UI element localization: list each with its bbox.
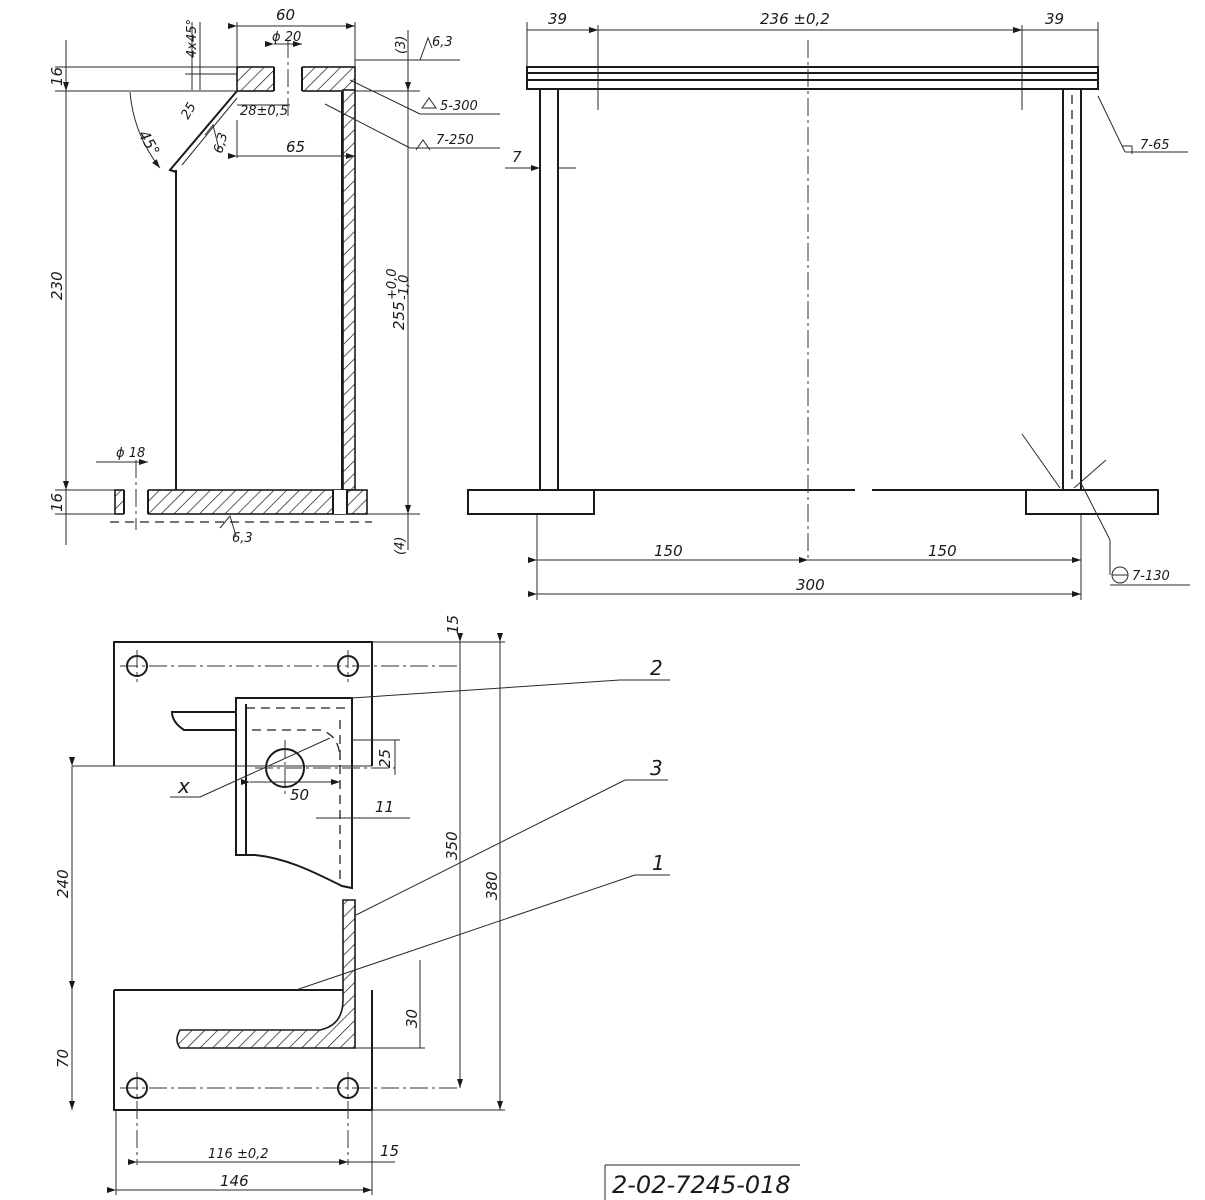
dim-side-height-230: 230 — [48, 271, 66, 300]
dim-side-rough-top: 6,3 — [432, 35, 453, 50]
dim-plan-w-116: 116 ±0,2 — [208, 1147, 269, 1162]
dim-side-height-255: 255 — [390, 301, 408, 330]
dim-plan-h-30: 30 — [403, 1009, 421, 1028]
side-bottom-plate — [114, 489, 368, 515]
dim-side-width-tol: 28±0,5 — [240, 104, 288, 119]
dim-plan-h-350: 350 — [443, 831, 461, 860]
dim-front-span: 236 ±0,2 — [760, 10, 830, 28]
plan-upper-plate — [113, 641, 373, 766]
dim-side-weld-a: 5-300 — [440, 99, 478, 114]
dim-front-weld-d: 7-130 — [1132, 569, 1170, 584]
front-base-right — [1025, 489, 1159, 515]
dim-side-height-255-tol-dn: -1,0 — [397, 275, 412, 300]
dim-plan-w-146: 146 — [220, 1172, 249, 1190]
dim-side-height-255-tol-up: +0,0 — [385, 268, 400, 300]
plan-post-section — [235, 697, 353, 890]
dim-front-weld-c: 7-65 — [1140, 138, 1170, 153]
dim-plan-top-15: 15 — [444, 615, 462, 634]
dim-side-top-thk: 16 — [48, 67, 66, 86]
dim-side-rough-bottom: 6,3 — [232, 531, 253, 546]
dim-plan-bevel-25: 25 — [376, 749, 394, 768]
dim-front-half-right: 150 — [928, 542, 957, 560]
part-label-2: 2 — [650, 656, 663, 680]
dim-side-hole-bottom: ϕ 18 — [116, 446, 145, 461]
dim-side-bottom-thk: 16 — [48, 493, 66, 512]
dim-side-chamfer: 4x45° — [185, 19, 200, 58]
dim-side-top-allowance: (3) — [394, 36, 409, 54]
title-stamp: 2-02-7245-018 — [604, 1164, 800, 1200]
dim-side-rough-side: 6,3 — [211, 131, 231, 155]
part-label-1: 1 — [652, 851, 665, 875]
dim-side-hole-top: ϕ 20 — [272, 30, 301, 45]
front-base-left — [467, 489, 595, 515]
side-view: 60 ϕ 20 4x45° (3) 6,3 16 45° 25 6,3 28±0… — [48, 6, 500, 555]
dim-side-weld-b: 7-250 — [436, 133, 474, 148]
dim-plan-h-380: 380 — [483, 871, 501, 900]
dim-side-bottom-allowance: (4) — [393, 537, 408, 555]
dim-plan-w-15: 15 — [380, 1142, 399, 1160]
dim-front-half-left: 150 — [654, 542, 683, 560]
dim-plan-h-70: 70 — [54, 1049, 72, 1068]
dim-plan-hole-50: 50 — [290, 786, 309, 804]
dim-side-top-width: 60 — [276, 6, 295, 24]
front-top-bar — [526, 66, 1099, 90]
dim-plan-h-240: 240 — [54, 869, 72, 898]
dim-side-width-65: 65 — [286, 138, 305, 156]
side-post-web — [342, 89, 356, 491]
dim-front-total: 300 — [796, 576, 825, 594]
dim-front-thk-7: 7 — [512, 148, 522, 166]
part-label-3: 3 — [650, 756, 663, 780]
plan-view: 15 25 50 11 350 380 240 30 70 116 ±0,2 1… — [54, 615, 670, 1195]
drawing-number: 2-02-7245-018 — [612, 1171, 791, 1199]
dim-front-left-39: 39 — [548, 10, 567, 28]
dim-side-bevel: 25 — [178, 100, 199, 122]
dim-front-right-39: 39 — [1045, 10, 1064, 28]
front-view: 39 236 ±0,2 39 7-65 7 150 150 300 7-130 — [467, 10, 1190, 600]
view-label-x: x — [177, 774, 190, 798]
plan-angle-section — [176, 899, 356, 1049]
plan-lower-plate — [113, 990, 373, 1111]
dim-plan-thk-11: 11 — [375, 798, 394, 816]
side-gusset — [168, 90, 238, 173]
